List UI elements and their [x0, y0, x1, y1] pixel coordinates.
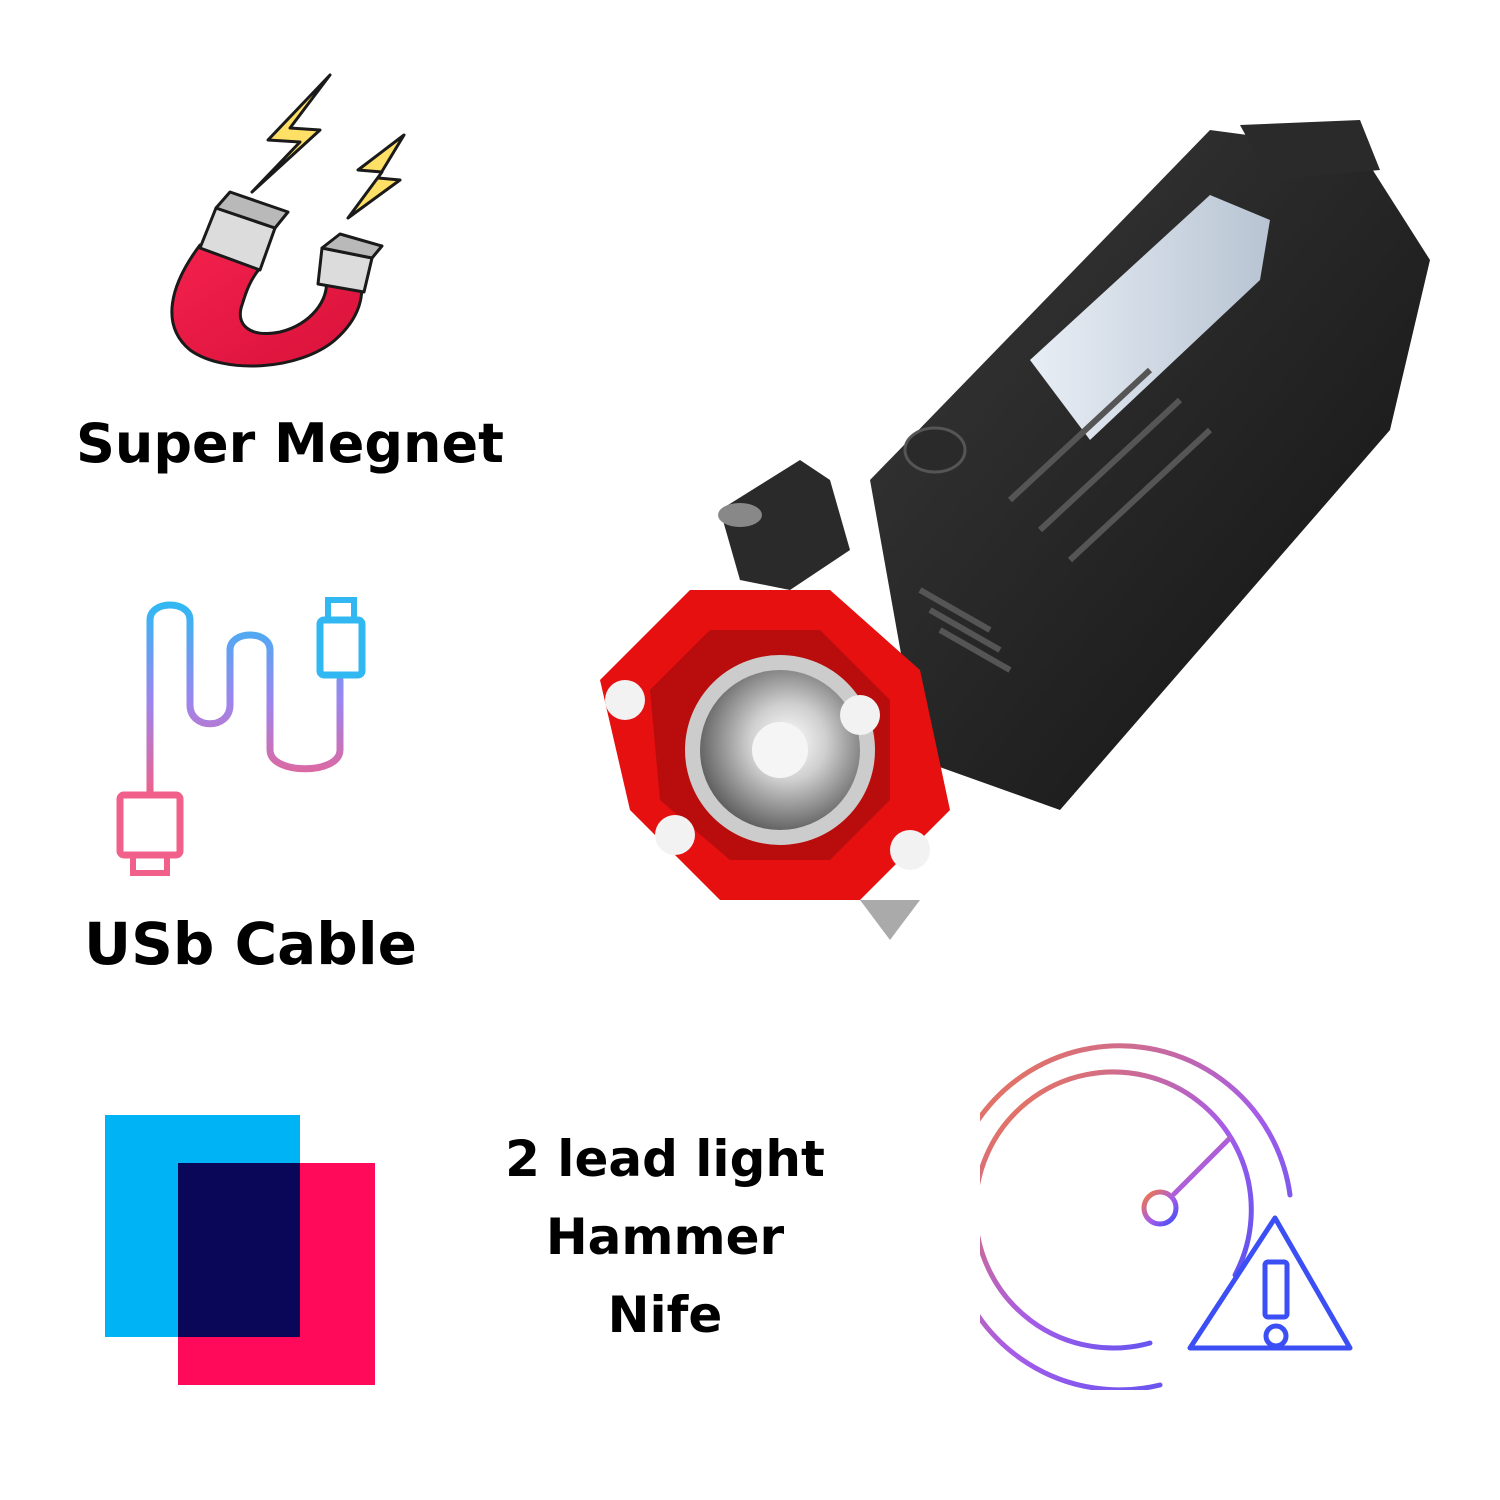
feature-line-hammer: Hammer — [545, 1208, 785, 1266]
feature-line-light: 2 lead light — [505, 1130, 825, 1188]
logo-letter: E — [177, 1152, 314, 1385]
features-list: 2 lead light Hammer Nife — [470, 1120, 860, 1354]
cable-label: USb Cable — [84, 910, 418, 978]
usb-cable-icon — [116, 597, 366, 876]
magnet-label: Super Megnet — [76, 412, 504, 475]
timer-warning-icon — [980, 1043, 1353, 1390]
lightning-bolt-icon — [250, 73, 332, 194]
magnet-icon — [170, 73, 406, 368]
feature-line-knife: Nife — [607, 1286, 723, 1344]
lightning-bolt-icon — [346, 133, 406, 220]
flashlight-icon — [600, 120, 1430, 940]
brand-logo-icon: E — [105, 1115, 375, 1385]
